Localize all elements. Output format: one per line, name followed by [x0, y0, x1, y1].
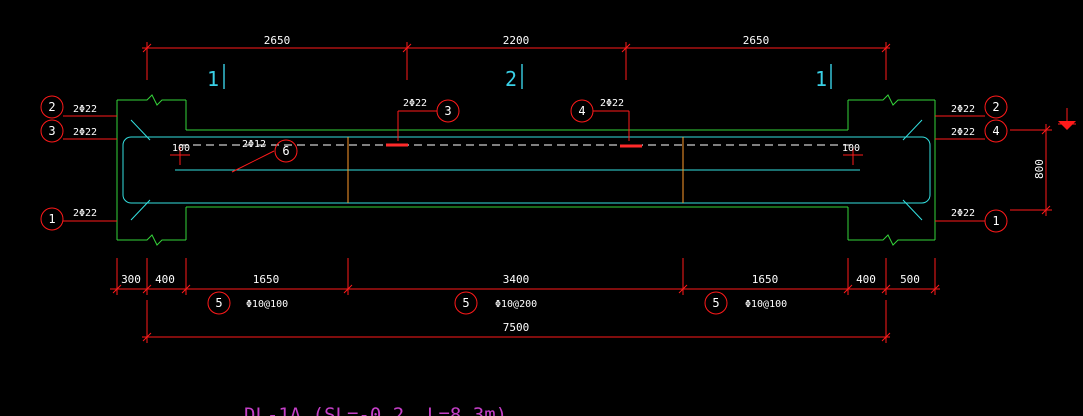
- left-bottom-hook: [130, 199, 151, 221]
- top-rebar-cut-marks: [386, 143, 642, 148]
- anchorage-right: 100: [842, 143, 863, 165]
- rebar-bubble-right-1-text: 1: [992, 214, 999, 228]
- rebar-right-1-label: 2Φ22: [951, 208, 975, 219]
- mid-callout-left: 2Φ22 3: [397, 98, 460, 141]
- rebar-bubble-left-3: [40, 119, 64, 143]
- section-mark-3: 1: [815, 67, 827, 91]
- mid-left-bubble: [436, 99, 460, 123]
- level-marker-icon: [1058, 121, 1076, 130]
- right-bottom-hook: [902, 199, 923, 221]
- stirrup-label-1: Φ10@100: [246, 299, 288, 310]
- rebar-bubble-right-4-text: 4: [992, 124, 999, 138]
- beam-title: DL-1A (SL=-0.2, L=8.3m): [244, 404, 507, 416]
- right-support: [847, 94, 936, 246]
- bottom-dim-label-2: 400: [155, 273, 175, 286]
- beam-body: [122, 119, 931, 221]
- waist-label: 2Φ12: [242, 139, 266, 150]
- bottom-dim-label-5: 1650: [752, 273, 779, 286]
- waist-bubble: [274, 139, 298, 163]
- rebar-bubble-left-2: [40, 95, 64, 119]
- rebar-left-2-label: 2Φ22: [73, 104, 97, 115]
- right-top-hook: [902, 119, 923, 141]
- stirrup-label-3: Φ10@100: [745, 299, 787, 310]
- rebar-bubble-left-1-text: 1: [48, 212, 55, 226]
- right-rebar-callouts: 2 2Φ22 4 2Φ22 1 2Φ22: [935, 95, 1008, 233]
- rebar-left-3-label: 2Φ22: [73, 127, 97, 138]
- anchorage-left: 100: [170, 143, 190, 165]
- total-dim-label: 7500: [503, 321, 530, 334]
- top-dim-tick-4: [881, 43, 891, 53]
- mid-right-label: 2Φ22: [600, 98, 624, 109]
- waist-bubble-text: 6: [282, 144, 289, 158]
- height-dim-label: 800: [1033, 159, 1046, 179]
- top-dim-tick-3: [621, 43, 631, 53]
- bottom-dim-label-6: 400: [856, 273, 876, 286]
- stirrup-bubble-2-text: 5: [462, 296, 469, 310]
- left-rebar-callouts: 2 2Φ22 3 2Φ22 1 2Φ22: [40, 95, 117, 231]
- bottom-dimension-chain: [110, 258, 940, 343]
- stirrup-bubble-1-text: 5: [215, 296, 222, 310]
- section-mark-2: 2: [505, 67, 517, 91]
- mid-callout-right: 4 2Φ22: [570, 98, 630, 141]
- top-dimension-chain: [142, 42, 891, 80]
- rebar-bubble-left-2-text: 2: [48, 100, 55, 114]
- stirrup-label-2: Φ10@200: [495, 299, 537, 310]
- rebar-bubble-right-2-text: 2: [992, 100, 999, 114]
- rebar-bubble-right-2: [984, 95, 1008, 119]
- mid-right-bubble-text: 4: [578, 104, 585, 118]
- left-top-hook: [130, 119, 151, 141]
- top-dim-tick-1: [142, 43, 152, 53]
- rebar-right-4-label: 2Φ22: [951, 127, 975, 138]
- mid-left-bubble-text: 3: [444, 104, 451, 118]
- bottom-dim-label-3: 1650: [253, 273, 280, 286]
- mid-left-label: 2Φ22: [403, 98, 427, 109]
- rebar-right-2-label: 2Φ22: [951, 104, 975, 115]
- section-marks: 1 2 1: [207, 64, 832, 91]
- beam-outline: [122, 136, 931, 204]
- rebar-bubble-left-3-text: 3: [48, 124, 55, 138]
- stirrup-bubble-2: [454, 291, 478, 315]
- top-dim-label-2: 2200: [503, 34, 530, 47]
- rebar-bubble-left-1: [40, 207, 64, 231]
- bottom-dim-label-4: 3400: [503, 273, 530, 286]
- rebar-bubble-right-4: [984, 119, 1008, 143]
- stirrup-bubble-3: [704, 291, 728, 315]
- stirrup-bubble-1: [207, 291, 231, 315]
- bottom-dim-label-1: 300: [121, 273, 141, 286]
- top-dim-tick-2: [402, 43, 412, 53]
- stirrup-dividers: [347, 137, 684, 203]
- anchorage-right-label: 100: [842, 143, 860, 154]
- anchorage-left-label: 100: [172, 143, 190, 154]
- stirrup-bubble-3-text: 5: [712, 296, 719, 310]
- section-mark-1: 1: [207, 67, 219, 91]
- top-dim-label-3: 2650: [743, 34, 770, 47]
- bottom-dim-label-7: 500: [900, 273, 920, 286]
- waist-callout: 2Φ12 6: [231, 139, 298, 173]
- left-support: [116, 94, 848, 246]
- rebar-left-1-label: 2Φ22: [73, 208, 97, 219]
- top-dim-label-1: 2650: [264, 34, 291, 47]
- stirrup-callouts: 5 Φ10@100 5 Φ10@200 5 Φ10@100: [207, 291, 787, 315]
